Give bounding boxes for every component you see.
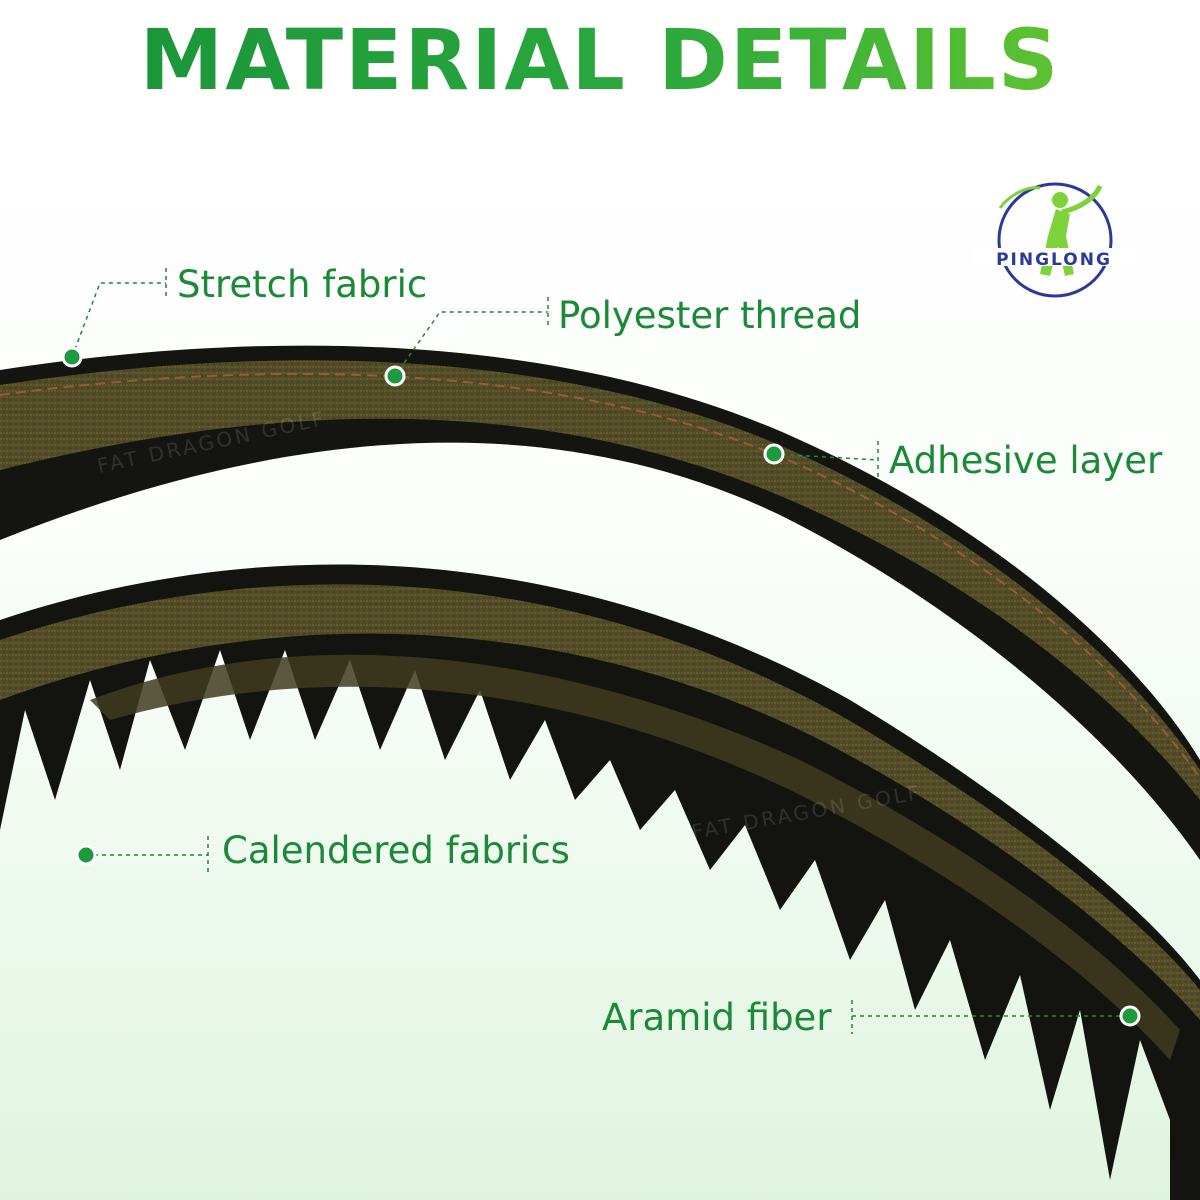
label-stretch-fabric: Stretch fabric	[177, 263, 428, 306]
label-aramid-fiber: Aramid fiber	[602, 996, 832, 1039]
golfer-logo-icon	[974, 182, 1136, 298]
brand-logo: PINGLONG	[970, 178, 1140, 298]
page-title: MATERIAL DETAILS	[0, 18, 1200, 102]
marker-adhesive-layer	[763, 443, 785, 465]
upper-belt-fabric	[0, 360, 1200, 800]
upper-belt-thread	[0, 372, 1200, 779]
cog-belt-fabric-inner	[90, 654, 1180, 1060]
marker-stretch-fabric	[61, 346, 83, 368]
logo-text: PINGLONG	[996, 250, 1112, 270]
callout-leaders	[71, 268, 1130, 1034]
callout-markers	[61, 346, 1141, 1027]
label-adhesive-layer: Adhesive layer	[889, 439, 1163, 482]
marker-calendered-fabrics	[75, 844, 97, 866]
cog-belt-fabric	[0, 584, 1200, 1020]
marker-aramid-fiber	[1119, 1005, 1141, 1027]
marker-polyester-thread	[384, 365, 406, 387]
label-polyester-thread: Polyester thread	[558, 294, 862, 337]
label-calendered-fabrics: Calendered fabrics	[222, 829, 570, 872]
